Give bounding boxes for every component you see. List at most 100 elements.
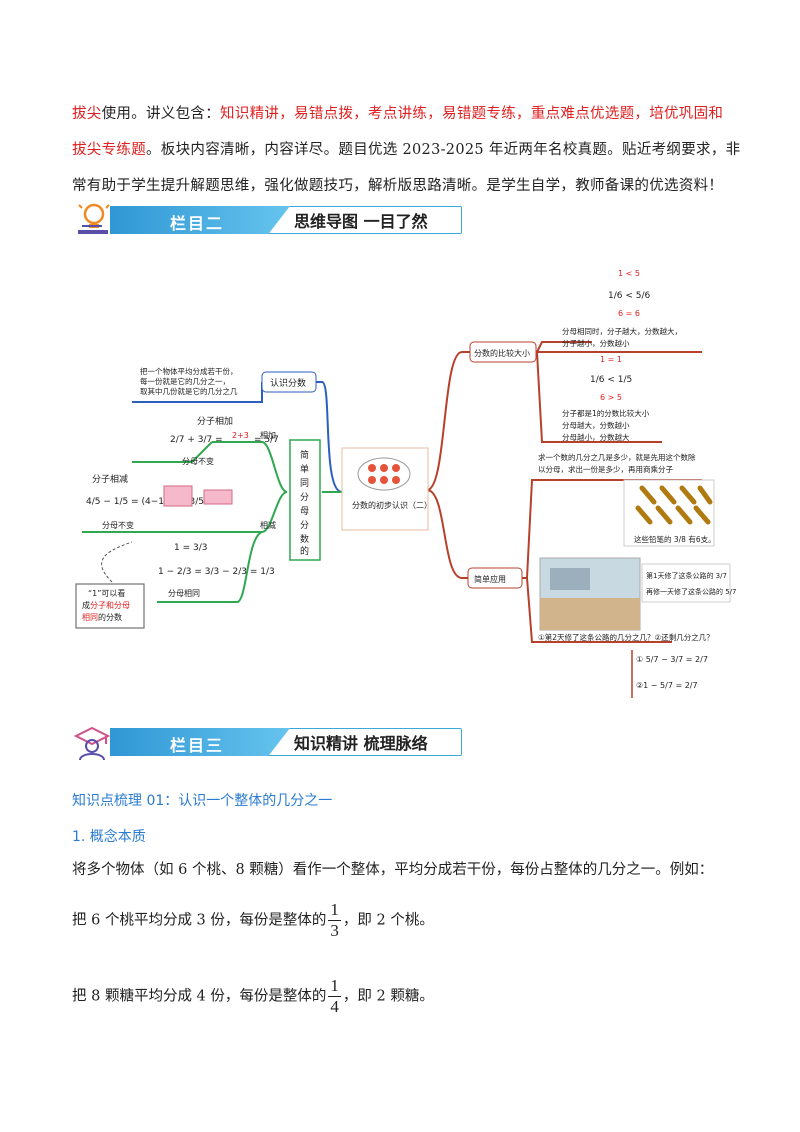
fraction-numerator: 1 [328, 900, 341, 921]
intro-red-2: 知识精讲，易错点拨，考点讲练，易错题专练，重点难点优选题，培优巩固和 [220, 106, 724, 122]
peach-icons [368, 464, 400, 484]
svg-text:数: 数 [300, 533, 309, 545]
section-banner-2: 栏目二 思维导图 一目了然 [72, 200, 462, 240]
compare-label: 分数的比较大小 [474, 348, 530, 358]
svg-text:分: 分 [300, 492, 309, 503]
fraction-denominator: 4 [330, 997, 339, 1016]
connector-cmp-2 [536, 351, 662, 443]
svg-text:的: 的 [300, 545, 309, 557]
pencil-icons [635, 485, 713, 525]
svg-text:同: 同 [300, 478, 309, 489]
note-box [75, 583, 145, 629]
connector-renshi [321, 381, 343, 493]
svg-text:简: 简 [300, 449, 309, 461]
intro-line-2: 拔尖专练题。板块内容清晰，内容详尽。题目优选 2023-2025 年近两年名校真… [72, 132, 740, 168]
center-label: 分数的初步认识（二） [352, 500, 432, 510]
renshi-node [261, 371, 317, 393]
intro-paragraph: 拔尖使用。讲义包含：知识精讲，易错点拨，考点讲练，易错题专练，重点难点优选题，培… [72, 96, 740, 204]
connector-cmp-1 [536, 341, 592, 353]
note-line-1: “1”可以看 [88, 589, 125, 598]
banner-title: 思维导图 一目了然 [294, 212, 428, 231]
section-banner-3: 栏目三 知识精讲 梳理脉络 [72, 722, 462, 762]
road-answer-2: ②1 − 5/7 = 2/7 [636, 681, 698, 690]
cmp-expr-1: 1/6 < 5/6 [608, 291, 651, 301]
add-expr-mid: 2+3 [232, 431, 249, 440]
intro-line-3: 常有助于学生提升解题思维，强化做题技巧，解析版思路清晰。是学生自学，教师备课的优… [72, 178, 724, 194]
sub-bottom-label: 分母不变 [102, 520, 134, 530]
renshi-def-2: 每一份就是它的几分之一， [140, 376, 230, 386]
intro-line-1: 拔尖使用。讲义包含：知识精讲，易错点拨，考点讲练，易错题专练，重点难点优选题，培… [72, 96, 732, 132]
fraction-numerator: 1 [328, 976, 341, 997]
sub-top-label: 分子相减 [92, 473, 128, 485]
connector-compare [426, 351, 702, 491]
cmp-rule-1-2: 分子越小，分数越小 [562, 338, 630, 348]
left-main-node [289, 439, 321, 561]
concept-subheading: 1. 概念本质 [72, 829, 146, 845]
intro-red-3: 拔尖专练题 [72, 142, 146, 158]
cmp-top-2: 6 = 6 [618, 309, 640, 318]
p3-text-a: 把 8 颗糖平均分成 4 份，每份是整体的 [72, 988, 327, 1005]
connector-add [212, 441, 288, 493]
intro-text-2: 。板块内容清晰，内容详尽。题目优选 2023-2025 年近两年名校真题。贴近考… [146, 142, 741, 158]
apply-label: 简单应用 [474, 574, 506, 584]
connector-one [157, 531, 263, 603]
p2-text-b: ，即 2 个桃。 [342, 912, 434, 929]
svg-text:分: 分 [300, 520, 309, 531]
road-answer-1: ① 5/7 − 3/7 = 2/7 [636, 655, 708, 664]
fraction-denominator: 3 [330, 921, 339, 940]
banner-tab-label: 栏目三 [170, 736, 225, 755]
note-line-3a: 相同 [82, 612, 98, 622]
note-line-2a: 成 [82, 600, 90, 610]
intro-text-1: 使用。讲义包含： [101, 106, 221, 122]
peach-plate [357, 457, 411, 491]
road-line-2: 再修一天修了这条公路的 5/7 [646, 587, 737, 596]
concept-paragraph-1: 将多个物体（如 6 个桃、8 颗糖）看作一个整体，平均分成若干份，每份占整体的几… [72, 862, 714, 878]
banner-tab: 栏目三 [110, 728, 290, 756]
p3-text-b: ，即 2 颗糖。 [342, 988, 434, 1005]
one-bottom-label: 分母相同 [168, 588, 200, 598]
cmp-rule-1-1: 分母相同时，分子越大，分数越大， [562, 326, 682, 336]
cmp-rule-2-2: 分母越大，分数越小 [562, 420, 630, 430]
renshi-label: 认识分数 [270, 377, 306, 389]
banner-tab: 栏目二 [110, 206, 290, 234]
cmp-top-3: 1 = 1 [600, 355, 622, 364]
svg-text:母: 母 [300, 506, 309, 517]
connector-sub [82, 491, 288, 533]
renshi-def-3: 取其中几份就是它的几分之几 [140, 386, 238, 396]
apply-node [467, 567, 523, 589]
add-branch-label: 相加 [260, 430, 276, 440]
note-line-3: 相同的分数 [82, 612, 122, 622]
connector-apply [426, 489, 527, 579]
p2-text-a: 把 6 个桃平均分成 3 份，每份是整体的 [72, 912, 327, 929]
intro-red-1: 拔尖 [72, 106, 102, 122]
apply-question-2: 以分母，求出一份是多少，再用商乘分子 [538, 464, 673, 474]
sub-expr: 4/5 − 1/5 = (4−1)/5 = 3/5 [86, 497, 204, 507]
compare-node [469, 341, 537, 363]
sub-bar-after [203, 489, 233, 505]
road-info-box [641, 563, 731, 603]
one-eq: 1 = 3/3 [174, 543, 207, 553]
note-line-2b: 分子和分母 [90, 601, 130, 610]
road-line-1: 第1天修了这条公路的 3/7 [646, 571, 727, 580]
svg-text:单: 单 [300, 463, 309, 475]
note-line-2: 成分子和分母 [82, 600, 130, 610]
banner-tab-label: 栏目二 [170, 214, 225, 233]
graduate-icon [73, 726, 111, 761]
cmp-top-4: 6 > 5 [600, 393, 622, 402]
connector-apply-2 [526, 577, 672, 643]
add-bottom-label: 分母不变 [182, 456, 214, 466]
sub-bar-before [163, 485, 193, 507]
pencil-caption: 这些铅笔的 3/8 有6支。 [634, 534, 716, 544]
sub-branch-label: 相减 [260, 520, 276, 530]
note-line-3b: 的分数 [98, 612, 122, 622]
cmp-top-1: 1 < 5 [618, 269, 640, 278]
add-expr-a: 2/7 + 3/7 = [170, 435, 223, 445]
apply-question-1: 求一个数的几分之几是多少，就是先用这个数除 [538, 452, 696, 462]
one-expr: 1 − 2/3 = 3/3 − 2/3 = 1/3 [158, 567, 275, 577]
knowledge-point-heading: 知识点梳理 01：认识一个整体的几分之一 [72, 793, 333, 809]
